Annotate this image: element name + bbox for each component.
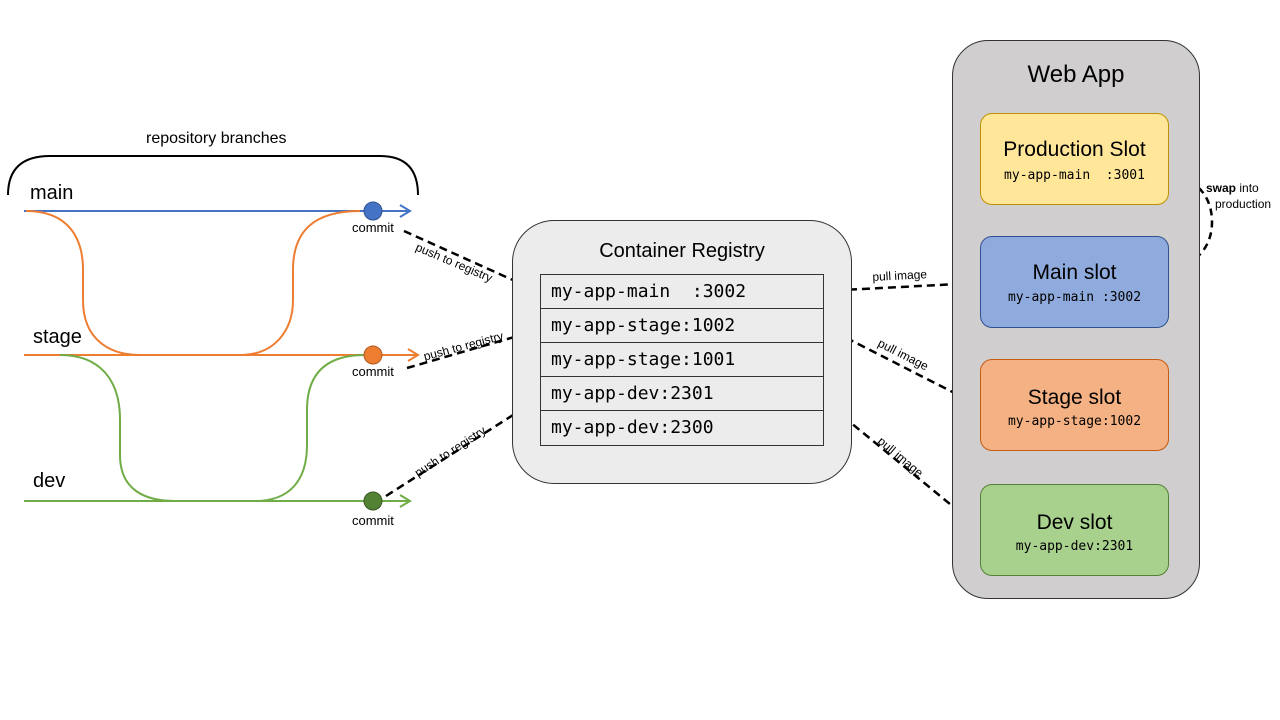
- slot-title: Production Slot: [1003, 138, 1146, 161]
- push-arrow-dev: [385, 399, 537, 498]
- registry-tag: my-app-dev:2301: [541, 377, 823, 411]
- branch-label-dev: dev: [33, 470, 66, 492]
- stage-branch-arrowhead: [407, 348, 420, 362]
- registry-tag: my-app-dev:2300: [551, 417, 714, 438]
- registry-tag: my-app-stage:1002: [541, 309, 823, 343]
- dev-slot: Dev slot my-app-dev:2301: [980, 484, 1169, 576]
- slot-tag: my-app-main :3001: [1004, 168, 1145, 183]
- web-app: Web App Production Slot my-app-main :300…: [952, 40, 1200, 599]
- slot-title: Main slot: [1032, 261, 1117, 284]
- branch-label-main: main: [30, 182, 74, 204]
- slot-tag: my-app-stage:1002: [1007, 414, 1142, 429]
- commit-label-dev: commit: [352, 513, 394, 528]
- registry-tag: my-app-main :3002: [541, 275, 823, 309]
- dev-commit-dot: [363, 491, 383, 511]
- slot-tag: my-app-main :3002: [1007, 290, 1142, 305]
- main-slot: Main slot my-app-main :3002: [980, 236, 1169, 328]
- repository-branches-title: repository branches: [146, 130, 287, 147]
- dev-to-stage-merge-curve: [254, 354, 366, 502]
- branches-brace: [7, 155, 419, 196]
- pull-label-main: pull image: [872, 267, 928, 284]
- swap-label-bold: swap: [1206, 181, 1237, 195]
- swap-label-line2: production: [1215, 197, 1272, 211]
- main-to-stage-branch-curve: [25, 210, 141, 356]
- container-registry: Container Registry my-app-main :3002 my-…: [512, 220, 852, 484]
- main-commit-dot: [363, 201, 383, 221]
- slot-tag: my-app-dev:2301: [1015, 539, 1134, 554]
- dev-branch-arrowhead: [399, 494, 412, 508]
- web-app-title: Web App: [1027, 61, 1125, 88]
- main-branch-arrowhead: [399, 204, 412, 218]
- production-slot: Production Slot my-app-main :3001: [980, 113, 1169, 205]
- registry-title: Container Registry: [599, 240, 765, 262]
- branch-label-stage: stage: [33, 326, 82, 348]
- registry-tag-list: my-app-main :3002 my-app-stage:1002 my-a…: [540, 274, 824, 446]
- stage-commit-dot: [363, 345, 383, 365]
- slot-title: Dev slot: [1036, 511, 1113, 534]
- slot-title: Stage slot: [1027, 386, 1122, 409]
- stage-to-main-merge-curve: [239, 210, 361, 356]
- stage-slot: Stage slot my-app-stage:1002: [980, 359, 1169, 451]
- swap-label: swap into production: [1206, 180, 1271, 212]
- swap-label-rest: into: [1236, 181, 1259, 195]
- commit-label-stage: commit: [352, 364, 394, 379]
- stage-to-dev-branch-curve: [59, 354, 176, 502]
- commit-label-main: commit: [352, 220, 394, 235]
- registry-tag: my-app-stage:1001: [541, 343, 823, 377]
